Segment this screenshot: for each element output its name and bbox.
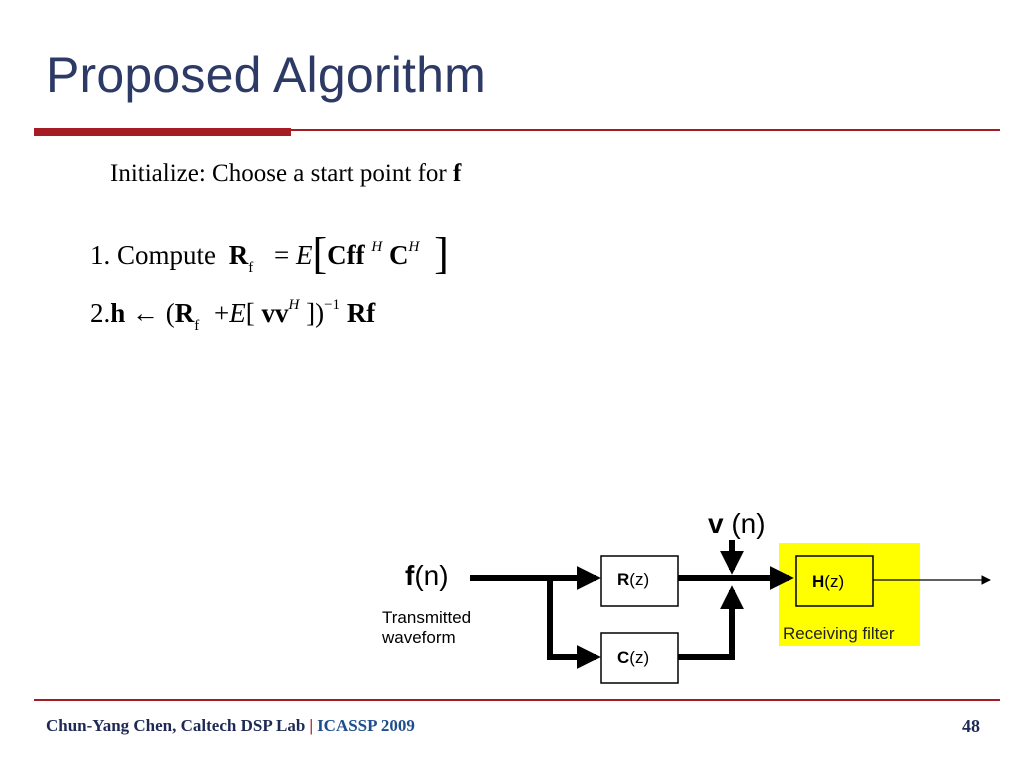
footer-separator: | — [309, 716, 314, 735]
eq1-body1: Cff — [327, 240, 365, 270]
H-block-label: H(z) — [812, 572, 844, 592]
transmitted-line2: waveform — [382, 628, 456, 647]
eq2-vv: vv — [261, 298, 289, 328]
eq2-R: R — [174, 298, 195, 328]
branch-line — [547, 578, 601, 669]
H-block-rest: (z) — [824, 572, 845, 591]
C-block-label: C(z) — [617, 648, 649, 668]
eq1-left-bracket: [ — [312, 229, 328, 278]
eq2-h: h — [110, 298, 126, 328]
eq2-close: ]) — [306, 298, 325, 328]
C-block-bold: C — [617, 648, 630, 667]
equation-2: 2.h ← (Rf +E[ vvH ])−1 Rf — [90, 297, 376, 334]
R-block — [600, 555, 679, 607]
eq2-open-paren: ( — [165, 298, 175, 328]
noise-label: v (n) — [708, 508, 766, 540]
eq1-sup1: H — [371, 239, 383, 255]
R-block-bold: R — [617, 570, 630, 589]
eq2-R-sub: f — [194, 318, 200, 334]
slide-title: Proposed Algorithm — [46, 47, 486, 103]
eq1-expectation: E — [295, 240, 313, 270]
eq2-plus: + — [214, 298, 230, 328]
eq2-arrow: ← — [132, 298, 160, 328]
footer-rule — [34, 699, 1000, 701]
eq2-left-bracket: [ — [245, 298, 255, 328]
eq1-number: 1. — [90, 240, 111, 270]
eq2-expectation: E — [229, 298, 246, 328]
transmitted-caption: Transmitted waveform — [382, 608, 471, 648]
C-block-rest: (z) — [629, 648, 650, 667]
H-block-bold: H — [812, 572, 825, 591]
eq2-sup-H: H — [288, 297, 300, 313]
input-label-rest: (n) — [414, 560, 449, 591]
C-block — [600, 632, 679, 684]
R-block-rest: (z) — [629, 570, 650, 589]
noise-label-bold: v — [708, 508, 724, 539]
init-text: Initialize: Choose a start point for — [110, 160, 447, 187]
eq1-lhs: R — [228, 240, 249, 270]
eq2-sup-inv: −1 — [324, 297, 341, 313]
init-line: Initialize: Choose a start point for f — [110, 160, 461, 188]
R-block-label: R(z) — [617, 570, 649, 590]
H-block — [795, 555, 874, 607]
title-rule-accent — [34, 128, 291, 136]
eq1-body2: C — [388, 240, 409, 270]
eq1-lhs-sub: f — [248, 260, 254, 276]
equation-1: 1. Compute Rf = E[Cff H CH ] — [90, 224, 449, 278]
init-var: f — [452, 160, 462, 187]
title-rule — [34, 129, 1000, 131]
noise-label-rest: (n) — [723, 508, 766, 539]
eq1-equals: = — [274, 240, 290, 270]
C-to-sum-line — [678, 585, 744, 660]
eq1-sup2: H — [408, 239, 420, 255]
footer-conference: ICASSP 2009 — [317, 716, 415, 735]
input-label-bold: f — [405, 560, 415, 591]
transmitted-line1: Transmitted — [382, 608, 472, 627]
eq2-number: 2. — [90, 298, 111, 328]
eq1-right-bracket: ] — [434, 229, 449, 278]
footer-author: Chun-Yang Chen, Caltech DSP Lab — [46, 716, 306, 735]
eq2-tail: Rf — [346, 298, 376, 328]
eq1-word: Compute — [117, 240, 216, 270]
footer-page-number: 48 — [962, 716, 980, 736]
input-label: f(n) — [405, 560, 449, 592]
receiving-filter-caption: Receiving filter — [783, 624, 895, 643]
footer-left: Chun-Yang Chen, Caltech DSP Lab|ICASSP 2… — [46, 716, 415, 736]
